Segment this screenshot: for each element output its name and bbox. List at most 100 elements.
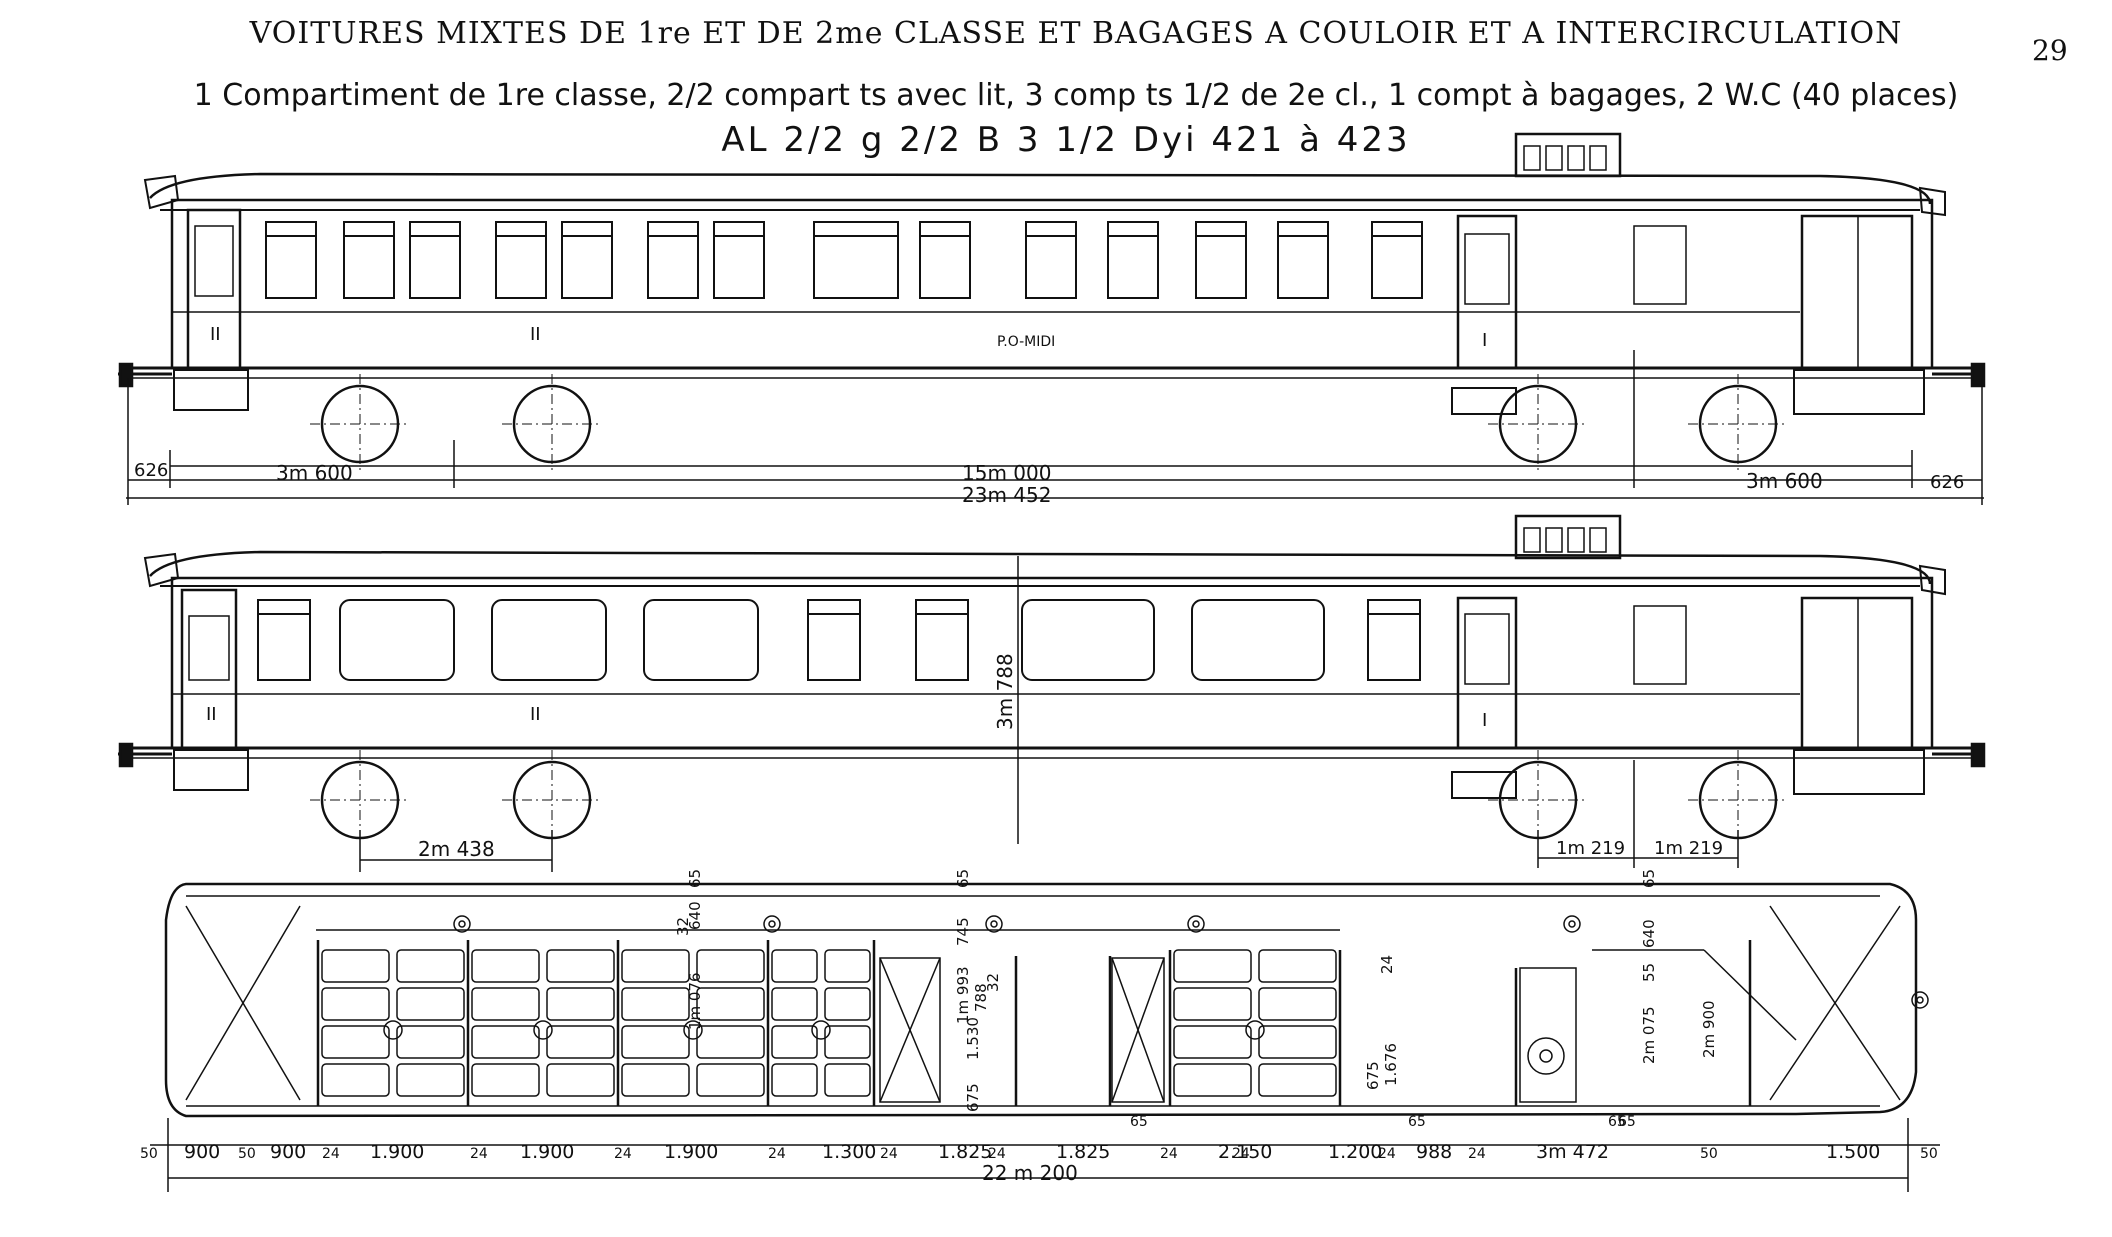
plan-bdim-22: 988 xyxy=(1416,1141,1452,1163)
seat-marker-5 xyxy=(1245,1020,1265,1040)
side-elevation-bottom xyxy=(118,514,1986,844)
plan-vdim-10: 675 xyxy=(964,1083,982,1112)
plan-bdim-3: 50 xyxy=(238,1146,256,1162)
plan-bdim-31: 65 xyxy=(1618,1114,1636,1130)
page-number: 29 xyxy=(2032,34,2068,67)
plan-bdim-29: 65 xyxy=(1408,1114,1426,1130)
plan-bdim-24: 3m 472 xyxy=(1536,1141,1609,1163)
window-top-9 xyxy=(919,221,971,299)
plan-vdim-14: 55 xyxy=(1640,963,1658,982)
drawing-subtitle: 1 Compartiment de 1re classe, 2/2 compar… xyxy=(193,78,1959,113)
drawing-title: VOITURES MIXTES DE 1re ET DE 2me CLASSE … xyxy=(249,16,1903,51)
window-bottom-2 xyxy=(339,599,455,681)
dim-half-base-left: 1m 219 xyxy=(1556,838,1625,859)
plan-bdim-5: 24 xyxy=(322,1146,340,1162)
plan-bdim-9: 24 xyxy=(614,1146,632,1162)
dim-half-base-right: 1m 219 xyxy=(1654,838,1723,859)
lamp-marker-6 xyxy=(1911,991,1929,1009)
plan-vdim-18: 675 xyxy=(1364,1061,1382,1090)
window-bottom-4 xyxy=(643,599,759,681)
lamp-marker-4 xyxy=(1187,915,1205,933)
class-mark-top-2: II xyxy=(530,324,541,345)
plan-bdim-23: 24 xyxy=(1468,1146,1486,1162)
plan-bdim-28: 50 xyxy=(1920,1146,1938,1162)
plan-bdim-25: 65 xyxy=(1608,1114,1626,1130)
plan-vdim-1: 65 xyxy=(686,869,704,888)
plan-vdim-2: 640 xyxy=(686,901,704,930)
plan-bdim-21: 24 xyxy=(1378,1146,1396,1162)
dim-height: 3m 788 xyxy=(993,653,1017,730)
window-bottom-3 xyxy=(491,599,607,681)
class-mark-bottom-3: I xyxy=(1482,710,1487,731)
window-top-5 xyxy=(561,221,613,299)
seat-marker-3 xyxy=(683,1020,703,1040)
window-top-12 xyxy=(1195,221,1247,299)
window-top-13 xyxy=(1277,221,1329,299)
plan-vdim-5: 65 xyxy=(954,869,972,888)
plan-vdim-7: 1m 993 xyxy=(954,966,972,1024)
plan-bdim-13: 24 xyxy=(880,1146,898,1162)
plan-vdim-12: 65 xyxy=(1640,869,1658,888)
plan-bdim-17: 24 xyxy=(1160,1146,1178,1162)
plan-bdim-26: 50 xyxy=(1700,1146,1718,1162)
top-dimension-lines xyxy=(126,350,1984,505)
plan-bdim-27: 1.500 xyxy=(1826,1141,1880,1163)
dim-wheelbase: 2m 438 xyxy=(418,837,495,861)
lamp-marker-1 xyxy=(453,915,471,933)
dim-right-overhang: 626 xyxy=(1930,472,1964,493)
window-bottom-5 xyxy=(807,599,861,681)
plan-vdim-17: 24 xyxy=(1378,955,1396,974)
seat-marker-2 xyxy=(533,1020,553,1040)
plan-bdim-16: 1.825 xyxy=(1056,1141,1110,1163)
plan-vdim-11: 1.530 xyxy=(964,1017,982,1060)
window-top-8 xyxy=(813,221,899,299)
plan-bdim-10: 1.900 xyxy=(664,1141,718,1163)
window-top-11 xyxy=(1107,221,1159,299)
side-elevation-top xyxy=(118,132,1986,415)
plan-dimension-lines xyxy=(150,1118,1940,1192)
window-top-7 xyxy=(713,221,765,299)
plan-vdim-9: 32 xyxy=(984,973,1002,992)
window-top-6 xyxy=(647,221,699,299)
plan-bdim-30: 65 xyxy=(1130,1114,1148,1130)
plan-bdim-19: 24 xyxy=(1232,1146,1250,1162)
plan-bdim-15: 24 xyxy=(988,1146,1006,1162)
plan-vdim-15: 2m 075 xyxy=(1640,1006,1658,1064)
lamp-marker-2 xyxy=(763,915,781,933)
window-top-3 xyxy=(409,221,461,299)
plan-vdim-16: 2m 900 xyxy=(1700,1000,1718,1058)
dim-left-bogie: 3m 600 xyxy=(276,461,353,485)
window-top-10 xyxy=(1025,221,1077,299)
window-top-1 xyxy=(265,221,317,299)
plan-bdim-18: 2.150 xyxy=(1218,1141,1272,1163)
plan-vdim-13: 640 xyxy=(1640,919,1658,948)
dim-left-overhang: 626 xyxy=(134,460,168,481)
plan-bdim-1: 50 xyxy=(140,1146,158,1162)
plan-vdim-6: 745 xyxy=(954,917,972,946)
plan-bdim-11: 24 xyxy=(768,1146,786,1162)
plan-vdim-8: 788 xyxy=(972,983,990,1012)
class-mark-bottom-1: II xyxy=(206,704,217,725)
plan-bdim-12: 1.300 xyxy=(822,1141,876,1163)
floor-plan xyxy=(164,882,1918,1118)
class-mark-top-3: I xyxy=(1482,330,1487,351)
window-top-14 xyxy=(1371,221,1423,299)
seat-marker-4 xyxy=(811,1020,831,1040)
plan-bdim-14: 1.825 xyxy=(938,1141,992,1163)
class-mark-top-1: II xyxy=(210,324,221,345)
dim-plan-overall: 22 m 200 xyxy=(982,1161,1078,1185)
class-mark-bottom-2: II xyxy=(530,704,541,725)
plan-bdim-2: 900 xyxy=(184,1141,220,1163)
window-bottom-7 xyxy=(1021,599,1155,681)
window-top-4 xyxy=(495,221,547,299)
plan-bdim-6: 1.900 xyxy=(370,1141,424,1163)
seat-marker-1 xyxy=(383,1020,403,1040)
window-top-2 xyxy=(343,221,395,299)
bottom-wheelbase-dims xyxy=(359,760,1739,872)
plan-bdim-4: 900 xyxy=(270,1141,306,1163)
dim-overall-length: 23m 452 xyxy=(962,483,1051,507)
dim-right-bogie: 3m 600 xyxy=(1746,469,1823,493)
operator-label: P.O-MIDI xyxy=(997,334,1055,350)
window-bottom-1 xyxy=(257,599,311,681)
